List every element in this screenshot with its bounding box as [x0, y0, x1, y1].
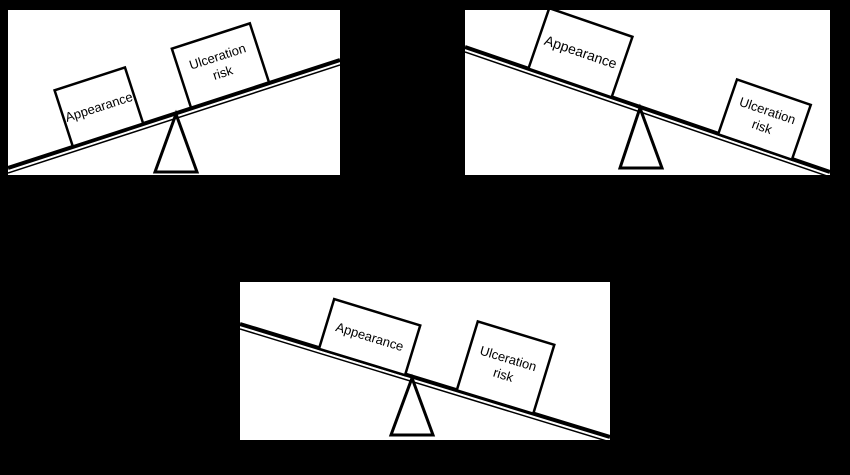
seesaw-diagram-1: Appearance Ulceration risk: [8, 21, 340, 174]
ulceration-risk-label-line2: risk: [211, 62, 235, 83]
balance-beam-underside: [240, 328, 607, 440]
ulceration-risk-label-line2: risk: [491, 365, 515, 385]
balance-beam: [8, 58, 340, 170]
seesaw-diagram-3: Appearance Ulceration risk: [240, 297, 610, 440]
ulceration-risk-box: Ulceration risk: [170, 21, 271, 110]
fulcrum-triangle: [152, 109, 200, 174]
seesaw-panel-bottom-center: Appearance Ulceration risk: [240, 282, 610, 440]
balance-beam-underside: [465, 51, 827, 175]
ulceration-risk-box: Ulceration risk: [716, 77, 813, 162]
appearance-box-outline: [317, 297, 422, 377]
seesaw-panel-top-right: Appearance Ulceration risk: [465, 10, 830, 175]
appearance-box-outline: [53, 65, 145, 149]
appearance-box-outline: [526, 10, 635, 99]
appearance-box: Appearance: [317, 297, 422, 377]
ulceration-risk-box-outline: [455, 319, 556, 416]
balance-beam-underside: [8, 64, 340, 174]
seesaw-diagram-2: Appearance Ulceration risk: [465, 10, 830, 175]
appearance-box: Appearance: [526, 10, 635, 99]
fulcrum-triangle: [388, 373, 436, 437]
seesaw-panel-top-left: Appearance Ulceration risk: [8, 10, 340, 175]
ulceration-risk-label-line2: risk: [750, 116, 774, 137]
ulceration-risk-box-outline: [716, 77, 813, 162]
appearance-box: Appearance: [53, 65, 145, 149]
fulcrum-triangle: [617, 103, 665, 170]
ulceration-risk-box: Ulceration risk: [455, 319, 556, 416]
balance-beam: [240, 322, 610, 439]
ulceration-risk-box-outline: [170, 21, 271, 110]
